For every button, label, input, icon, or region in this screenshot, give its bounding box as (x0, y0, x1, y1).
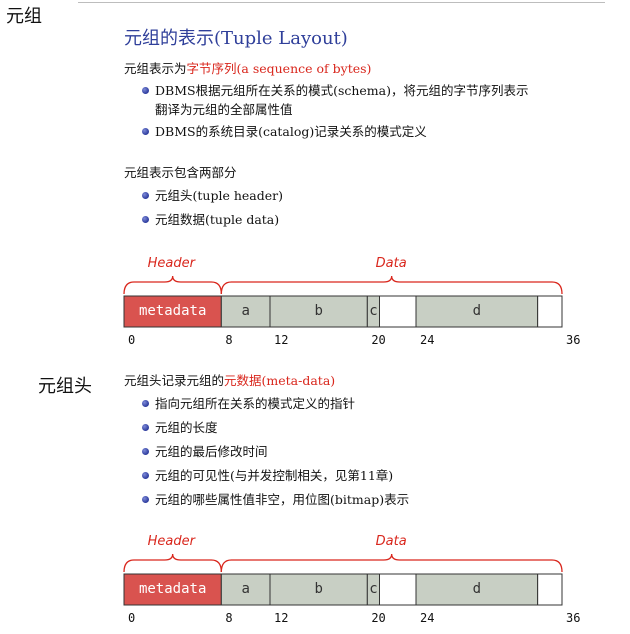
offset-tick: 24 (420, 333, 435, 347)
offset-tick: 20 (371, 333, 386, 347)
bullet-icon (142, 424, 149, 431)
header-bullet-2: 元组的长度 (155, 420, 218, 435)
header-intro-line: 元组头记录元组的元数据(meta-data) (124, 370, 335, 389)
offset-tick: 20 (371, 611, 386, 625)
part-data: 元组数据(tuple data) (155, 212, 280, 227)
layout-cell (537, 573, 563, 606)
header-region-label: Header (147, 534, 195, 549)
header-intro-highlight: 元数据(meta-data) (224, 373, 336, 388)
cell-label-c: c (369, 303, 378, 319)
data-brace (220, 275, 563, 295)
layout-cell (415, 573, 539, 606)
header-brace (123, 275, 222, 295)
cell-label-a: a (241, 303, 250, 319)
bullet-item-2: DBMS的系统目录(catalog)记录关系的模式定义 (155, 124, 427, 139)
section-label-tuple: 元组 (6, 6, 42, 27)
diagram-svg (123, 553, 563, 606)
bullet-icon (142, 192, 149, 199)
header-bullet-1: 指向元组所在关系的模式定义的指针 (155, 396, 356, 411)
part-header: 元组头(tuple header) (155, 188, 283, 203)
bullet-icon (142, 128, 149, 135)
data-region-label: Data (375, 256, 407, 271)
offset-tick: 36 (566, 333, 581, 347)
offset-tick: 24 (420, 611, 435, 625)
bullet-icon (142, 472, 149, 479)
offset-tick: 8 (225, 333, 233, 347)
cell-label-b: b (314, 581, 323, 597)
offset-tick: 8 (225, 611, 233, 625)
offset-tick: 12 (274, 333, 289, 347)
offset-tick: 0 (128, 333, 136, 347)
data-region-label: Data (375, 534, 407, 549)
offset-tick: 0 (128, 611, 136, 625)
cell-label-b: b (314, 303, 323, 319)
cell-label-metadata: metadata (138, 581, 207, 597)
cell-label-d: d (472, 581, 482, 597)
bullet-icon (142, 496, 149, 503)
tuple-layout-diagram: metadata a b c d Header Data 0 8 12 20 24 36 (112, 256, 592, 356)
cell-label-a: a (241, 581, 250, 597)
cell-label-metadata: metadata (138, 303, 207, 319)
data-brace (220, 553, 563, 573)
layout-cell (269, 295, 368, 328)
bullet-icon (142, 87, 149, 94)
offset-tick: 12 (274, 611, 289, 625)
parts-intro: 元组表示包含两部分 (124, 165, 237, 180)
layout-cell (220, 295, 271, 328)
layout-cell (379, 573, 417, 606)
bullet-icon (142, 448, 149, 455)
intro-highlight: 字节序列(a sequence of bytes) (186, 61, 372, 76)
offset-tick: 36 (566, 611, 581, 625)
diagram-svg (123, 275, 563, 328)
slide-title: 元组的表示(Tuple Layout) (124, 28, 348, 49)
bullet-item-1-line1: DBMS根据元组所在关系的模式(schema)，将元组的字节序列表示 (155, 83, 529, 98)
cell-label-c: c (369, 581, 378, 597)
header-brace (123, 553, 222, 573)
header-region-label: Header (147, 256, 195, 271)
intro-prefix: 元组表示为 (124, 61, 187, 76)
bullet-icon (142, 400, 149, 407)
bullet-icon (142, 216, 149, 223)
top-divider (78, 2, 605, 3)
bullet-item-1-line2: 翻译为元组的全部属性值 (155, 102, 293, 117)
cell-label-d: d (472, 303, 482, 319)
layout-cell (537, 295, 563, 328)
layout-cell (415, 295, 539, 328)
layout-cell (123, 295, 222, 328)
layout-cell (379, 295, 417, 328)
header-bullet-3: 元组的最后修改时间 (155, 444, 268, 459)
layout-cell (269, 573, 368, 606)
section-label-tuple-header: 元组头 (38, 376, 92, 397)
intro-line: 元组表示为字节序列(a sequence of bytes) (124, 58, 371, 77)
header-bullet-5: 元组的哪些属性值非空，用位图(bitmap)表示 (155, 492, 410, 507)
header-intro-prefix: 元组头记录元组的 (124, 373, 225, 388)
header-bullet-4: 元组的可见性(与并发控制相关，见第11章) (155, 468, 394, 483)
tuple-layout-diagram: metadata a b c d Header Data 0 8 12 20 24 36 (112, 534, 592, 634)
